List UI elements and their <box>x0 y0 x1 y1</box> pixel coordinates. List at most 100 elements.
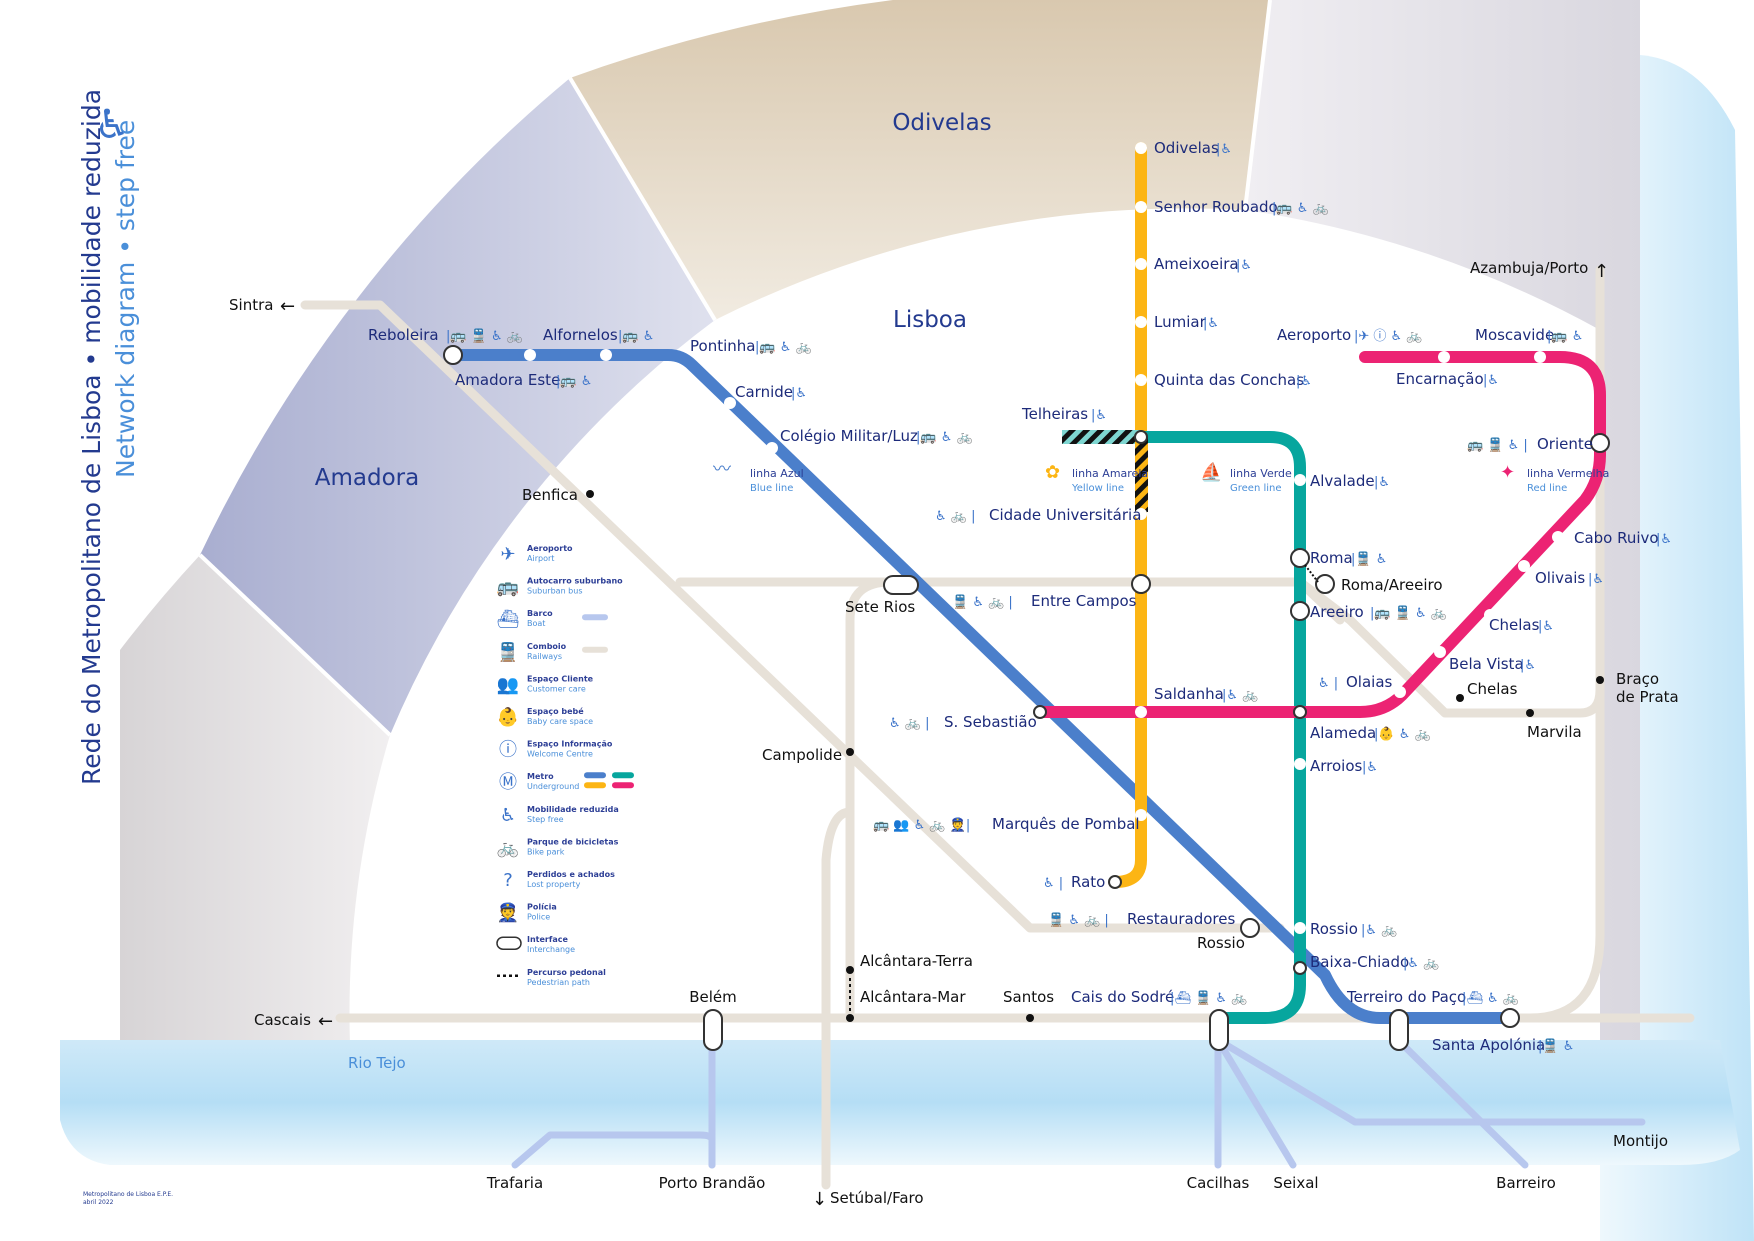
station-icons: 🚌 🚆 ♿ | <box>1467 437 1528 453</box>
legend-sublabel: Airport <box>527 554 554 563</box>
legend-label: Aeroporto <box>527 544 573 553</box>
station-icons: |♿ 🚲 <box>1361 923 1397 938</box>
legend-icon: 🚲 <box>497 837 519 858</box>
station-label: Chelas <box>1489 616 1540 634</box>
legend-label: Barco <box>527 609 553 618</box>
station-icons: ♿ | <box>1043 876 1063 891</box>
station-label: Quinta das Conchas <box>1154 371 1304 389</box>
legend-label: Espaço Cliente <box>527 674 594 683</box>
station-label: Cidade Universitária <box>989 506 1141 524</box>
boat-label: Montijo <box>1613 1132 1668 1150</box>
station-icons: |♿ <box>1091 408 1107 423</box>
line-extension-telheiras <box>1062 430 1142 444</box>
station-label: Telheiras <box>1021 405 1088 423</box>
station-icons: |♿ <box>1538 619 1554 634</box>
station-label: Colégio Militar/Luz <box>780 427 918 445</box>
wheelchair-logo-icon: ♿ <box>94 102 130 148</box>
legend-sublabel: Welcome Centre <box>527 750 593 759</box>
station-label: Rato <box>1071 873 1105 891</box>
line-badges: 〰 linha Azul Blue line ✿ linha Amarela Y… <box>713 459 1609 494</box>
station-label: Amadora Este <box>455 371 560 389</box>
legend-sublabel: Step free <box>527 815 564 824</box>
station-icons: |⛴ 🚆 ♿ 🚲 <box>1170 990 1247 1006</box>
arrow-up-icon: ↑ <box>1594 261 1609 282</box>
station-icons: |🚌 ♿ <box>1547 329 1583 344</box>
rail-label: Roma/Areeiro <box>1341 576 1443 594</box>
rail-station-dots <box>586 490 1604 1022</box>
station-icons: |♿ <box>1374 475 1390 490</box>
line-verde <box>1135 431 1306 1024</box>
line-verde-sub: Green line <box>1230 483 1282 494</box>
station-label: Roma <box>1310 549 1353 567</box>
station-icons: |♿ <box>1483 373 1499 388</box>
zone-odivelas: Odivelas <box>892 110 991 136</box>
station-icons: |♿ <box>1296 374 1312 389</box>
station-label: Cabo Ruivo <box>1574 529 1659 547</box>
station-icons: |🚌 ♿ <box>556 374 592 389</box>
station-icons: |👶 ♿ 🚲 <box>1374 726 1431 742</box>
rail-label-prata: de Prata <box>1616 688 1679 706</box>
legend-icon: ✈ <box>500 544 515 565</box>
station-icons: |♿ <box>791 386 807 401</box>
station-icons: |♿ 🚲 <box>1222 688 1258 703</box>
rail-label: Cascais <box>254 1011 311 1029</box>
station-icons: ♿ 🚲 | <box>935 509 976 524</box>
legend-label: Perdidos e achados <box>527 870 615 879</box>
legend-icon: 👶 <box>497 706 519 728</box>
river-label: Rio Tejo <box>348 1054 406 1072</box>
metro-swatch-vermelha <box>612 782 634 789</box>
rail-label: Alcântara-Mar <box>860 988 966 1006</box>
station-label: Baixa-Chiado <box>1310 953 1409 971</box>
boat-label: Barreiro <box>1496 1174 1556 1192</box>
line-vermelha-name: linha Vermelha <box>1527 467 1609 480</box>
rail-label: Benfica <box>522 486 578 504</box>
legend-label: Espaço bebé <box>527 706 584 716</box>
station-label: Reboleira <box>368 326 439 344</box>
station-label: Restauradores <box>1127 910 1235 928</box>
compass-icon: ✦ <box>1500 462 1515 483</box>
boat-labels: Trafaria Porto Brandão Cacilhas Seixal B… <box>486 1132 1668 1192</box>
station-icons: |♿ <box>1520 658 1536 673</box>
subtitle-vertical: Network diagram • step free <box>111 120 140 478</box>
station-label: Pontinha <box>690 337 755 355</box>
zone-lisboa: Lisboa <box>893 307 967 333</box>
station-icons: |🚌 ♿ 🚲 <box>755 340 812 355</box>
legend-label: Metro <box>527 772 554 781</box>
credit-line-1: Metropolitano de Lisboa E.P.E. <box>83 1191 173 1198</box>
arrow-left-icon: ← <box>280 296 295 317</box>
station-label: Aeroporto <box>1277 326 1351 344</box>
station-label: Ameixoeira <box>1154 255 1239 273</box>
line-extension-campo-grande <box>1135 437 1148 512</box>
rail-label: Setúbal/Faro <box>830 1189 924 1207</box>
station-label: Terreiro do Paço <box>1346 988 1466 1006</box>
station-icons: |🚆 ♿ <box>1351 551 1387 567</box>
station-label: Olivais <box>1535 569 1585 587</box>
rail-label: Marvila <box>1527 723 1582 741</box>
station-icons: ♿ 🚲 | <box>889 716 930 731</box>
station-label: Lumiar <box>1154 313 1207 331</box>
line-amarela-name: linha Amarela <box>1072 467 1148 480</box>
legend-label: Polícia <box>527 903 557 912</box>
caravel-icon: ⛵ <box>1200 461 1222 483</box>
rail-label: Azambuja/Porto <box>1470 259 1588 277</box>
station-label: Rossio <box>1310 920 1358 938</box>
pedestrian-path-roma <box>1304 564 1319 583</box>
rail-label: Chelas <box>1467 680 1518 698</box>
station-label: Arroios <box>1310 757 1363 775</box>
legend-sublabel: Customer care <box>527 684 586 693</box>
rail-label: Rossio <box>1197 934 1245 952</box>
legend-icon: 🚌 <box>497 577 519 598</box>
line-azul-name: linha Azul <box>750 467 804 480</box>
station-icons: |🚆 ♿ <box>1538 1038 1574 1054</box>
station-icons: |🚌 🚆 ♿ 🚲 <box>1370 605 1447 621</box>
station-icons: |♿ <box>1236 258 1252 273</box>
legend-label: Interface <box>527 935 568 944</box>
station-icons: ♿ | <box>1318 676 1338 691</box>
